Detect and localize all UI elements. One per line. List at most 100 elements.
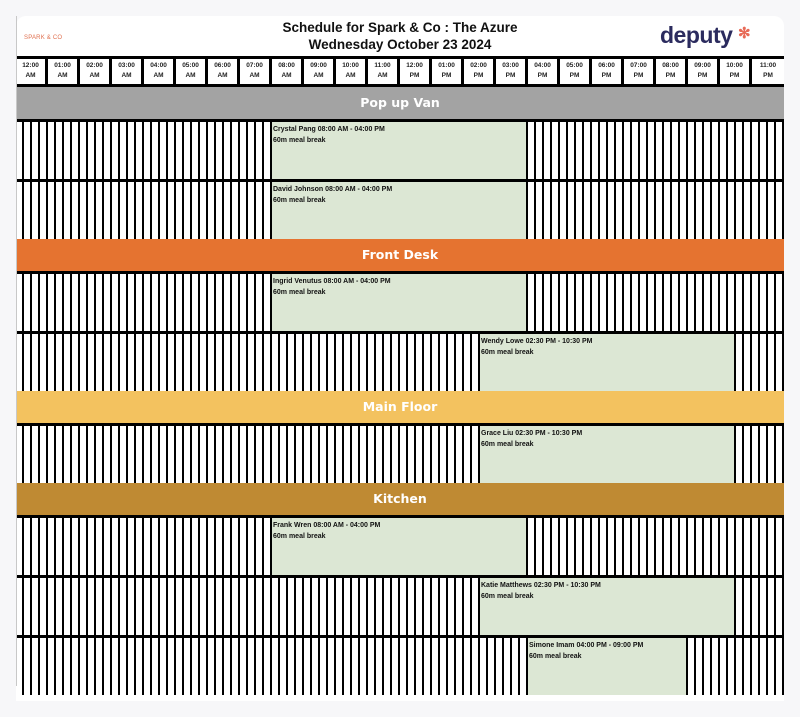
deputy-logo-mark-icon: ✻: [738, 25, 751, 42]
schedule-row: Katie Matthews 02:30 PM - 10:30 PM 60m me…: [16, 575, 784, 635]
shift-break: 60m meal break: [273, 289, 326, 296]
shift-label: Grace Liu 02:30 PM - 10:30 PM: [481, 430, 583, 437]
hour-time: 11:00: [374, 62, 391, 69]
hour-ampm: PM: [537, 72, 548, 79]
deputy-logo: deputy: [660, 22, 733, 48]
hour-ampm: AM: [57, 72, 68, 79]
shift-break: 60m meal break: [529, 653, 582, 660]
shift-label: Katie Matthews 02:30 PM - 10:30 PM: [481, 582, 601, 589]
hour-time: 01:00: [54, 62, 71, 69]
schedule-row: Crystal Pang 08:00 AM - 04:00 PM 60m meal…: [16, 119, 784, 179]
shift-block[interactable]: Simone Imam 04:00 PM - 09:00 PM 60m meal …: [526, 638, 686, 695]
page-date: Wednesday October 23 2024: [308, 37, 492, 52]
shift-break: 60m meal break: [481, 349, 534, 356]
hour-time: 08:00: [278, 62, 295, 69]
shift-break: 60m meal break: [273, 137, 326, 144]
schedule-row: Simone Imam 04:00 PM - 09:00 PM 60m meal …: [16, 635, 784, 695]
hour-ampm: PM: [409, 72, 420, 79]
hour-time: 12:00: [406, 62, 423, 69]
hour-ampm: PM: [729, 72, 740, 79]
shift-block[interactable]: Katie Matthews 02:30 PM - 10:30 PM 60m me…: [478, 578, 734, 635]
hour-time: 09:00: [310, 62, 327, 69]
hour-time: 12:00: [22, 62, 39, 69]
hour-time: 06:00: [214, 62, 231, 69]
hour-time: 05:00: [182, 62, 199, 69]
hour-time: 04:00: [150, 62, 167, 69]
hour-time: 01:00: [438, 62, 455, 69]
org-label: SPARK & CO: [24, 35, 63, 41]
hour-ampm: PM: [697, 72, 708, 79]
hour-ampm: PM: [569, 72, 580, 79]
hour-time: 04:00: [534, 62, 551, 69]
hour-ampm: AM: [377, 72, 388, 79]
hour-ampm: AM: [281, 72, 292, 79]
section-header-main-floor: Main Floor: [16, 391, 784, 423]
hour-time: 08:00: [662, 62, 679, 69]
hour-ampm: AM: [217, 72, 228, 79]
hour-time: 10:00: [726, 62, 743, 69]
hour-ampm: AM: [121, 72, 132, 79]
hour-time: 09:00: [694, 62, 711, 69]
page-title: Schedule for Spark & Co : The Azure: [282, 20, 518, 35]
schedule-row: Grace Liu 02:30 PM - 10:30 PM 60m meal br…: [16, 423, 784, 483]
hour-ampm: AM: [185, 72, 196, 79]
hour-ampm: AM: [153, 72, 164, 79]
hour-ampm: PM: [441, 72, 452, 79]
hour-ampm: AM: [89, 72, 100, 79]
shift-break: 60m meal break: [481, 593, 534, 600]
hour-time: 07:00: [630, 62, 647, 69]
hour-time: 02:00: [86, 62, 103, 69]
hour-ampm: PM: [633, 72, 644, 79]
hour-time: 11:00: [759, 62, 777, 69]
shift-block[interactable]: Grace Liu 02:30 PM - 10:30 PM 60m meal br…: [478, 426, 734, 483]
hour-time: 07:00: [246, 62, 263, 69]
shift-label: Simone Imam 04:00 PM - 09:00 PM: [529, 642, 644, 649]
hour-ampm: PM: [505, 72, 516, 79]
hour-ampm: AM: [249, 72, 260, 79]
hour-time: 03:00: [118, 62, 135, 69]
hour-time: 02:00: [470, 62, 487, 69]
hour-ampm: AM: [345, 72, 356, 79]
hour-time: 10:00: [342, 62, 359, 69]
page-edge: [16, 16, 17, 686]
hour-ampm: PM: [763, 72, 773, 79]
shift-break: 60m meal break: [481, 441, 534, 448]
shift-break: 60m meal break: [273, 533, 326, 540]
shift-label: Crystal Pang 08:00 AM - 04:00 PM: [273, 126, 385, 133]
hour-time: 03:00: [502, 62, 519, 69]
section-header-kitchen: Kitchen: [16, 483, 784, 515]
shift-block[interactable]: Crystal Pang 08:00 AM - 04:00 PM 60m meal…: [270, 122, 526, 179]
hour-time: 06:00: [598, 62, 615, 69]
hour-time: 05:00: [566, 62, 583, 69]
hour-ampm: PM: [665, 72, 676, 79]
schedule-header: SPARK & CO Schedule for Spark & Co : The…: [16, 16, 784, 56]
